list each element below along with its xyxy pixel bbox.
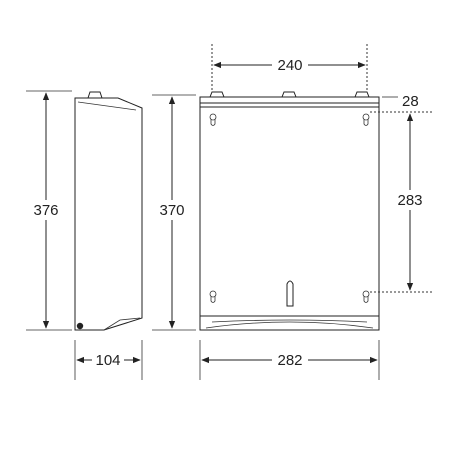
level-window-icon: [286, 280, 294, 307]
label-mask: [392, 190, 428, 210]
front-view-outline: [199, 96, 380, 331]
front-view: [199, 91, 380, 331]
dispenser-opening-curve: [211, 319, 368, 323]
mount-keyhole-icon: [362, 113, 370, 126]
dimension-label-283: 283: [397, 192, 422, 209]
front-height-dimension: 370: [152, 94, 196, 331]
side-view: [74, 91, 143, 331]
side-view-bottom-edge: [103, 317, 141, 331]
dimension-label-370: 370: [159, 202, 184, 219]
dimension-label-104: 104: [95, 352, 120, 369]
mount-keyhole-icon: [362, 290, 370, 303]
label-mask: [154, 200, 190, 220]
dimension-label-376: 376: [33, 202, 58, 219]
side-view-top-edge: [77, 101, 137, 111]
label-mask: [272, 350, 308, 370]
side-view-lock-icon: [76, 322, 84, 330]
dimension-label-240: 240: [277, 57, 302, 74]
side-view-outline: [74, 97, 143, 331]
dimension-label-282: 282: [277, 352, 302, 369]
front-view-top-knob: [281, 91, 297, 98]
front-view-top-knob: [209, 91, 225, 98]
top-offset-dimension: 28: [370, 93, 432, 113]
side-depth-dimension: 104: [74, 340, 143, 380]
dispenser-opening-curve: [205, 321, 374, 329]
front-view-top-knob: [354, 91, 370, 98]
top-width-dimension: 240: [211, 44, 368, 92]
label-mask: [28, 200, 64, 220]
side-view-top-knob: [87, 91, 103, 99]
side-height-dimension: 376: [26, 90, 72, 331]
dimension-label-28: 28: [402, 93, 419, 110]
mount-keyhole-icon: [209, 290, 217, 303]
label-mask: [272, 55, 308, 75]
label-mask: [92, 350, 124, 370]
mount-spacing-dimension: 283: [370, 113, 432, 293]
front-width-dimension: 282: [199, 340, 380, 380]
mount-keyhole-icon: [209, 113, 217, 126]
